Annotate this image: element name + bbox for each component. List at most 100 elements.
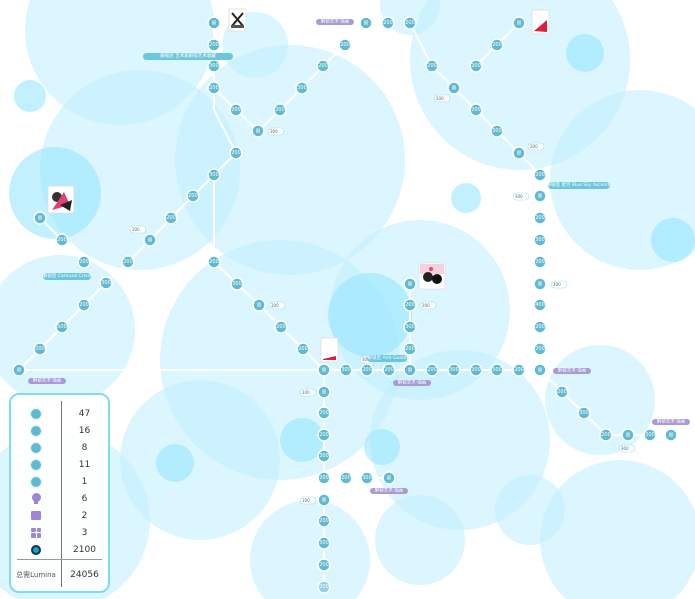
map-node[interactable]: 200 <box>296 342 310 356</box>
map-node[interactable]: 200 <box>338 38 352 52</box>
map-node[interactable]: 200 <box>533 342 547 356</box>
map-node[interactable]: ▥ <box>251 124 265 138</box>
map-node[interactable]: 200 <box>425 363 439 377</box>
map-node[interactable]: 200 <box>469 103 483 117</box>
map-node[interactable]: 200 <box>55 233 69 247</box>
character-portrait-thumbnail[interactable] <box>47 185 75 214</box>
map-node[interactable]: 200 <box>317 514 331 528</box>
map-node[interactable]: 200 <box>382 363 396 377</box>
map-node[interactable]: 300 <box>360 471 374 485</box>
map-node[interactable]: 200 <box>469 363 483 377</box>
map-node[interactable]: ▥ <box>33 211 47 225</box>
map-node[interactable]: 300 <box>99 276 113 290</box>
svg-text:解锁后 Carousel Crisis: 解锁后 Carousel Crisis <box>43 272 92 279</box>
map-node[interactable]: 300 <box>317 449 331 463</box>
map-node[interactable]: 200 <box>555 385 569 399</box>
map-node[interactable]: 200 <box>77 255 91 269</box>
map-node[interactable]: 200 <box>77 298 91 312</box>
map-node[interactable]: 200 <box>533 211 547 225</box>
map-node[interactable]: ▥ <box>12 363 26 377</box>
map-node[interactable]: 200 <box>164 211 178 225</box>
map-node[interactable]: 200 <box>533 255 547 269</box>
map-node[interactable]: ▥ <box>533 189 547 203</box>
map-node[interactable]: 200 <box>229 103 243 117</box>
map-node[interactable]: ▥ <box>382 471 396 485</box>
map-node[interactable]: 300 <box>533 233 547 247</box>
map-node[interactable]: 200 <box>33 342 47 356</box>
track-label: 解锁后 星河 Blue Sky Ascends <box>547 181 612 189</box>
map-node[interactable]: ▥ <box>621 428 635 442</box>
map-node[interactable]: ▥ <box>317 363 331 377</box>
map-node[interactable]: 200 <box>403 342 417 356</box>
map-node[interactable]: 200 <box>360 363 374 377</box>
map-node[interactable]: 300 <box>207 168 221 182</box>
map-node[interactable]: 300 <box>447 363 461 377</box>
map-node[interactable]: 200 <box>381 16 395 30</box>
map-node[interactable]: 300 <box>230 277 244 291</box>
map-node[interactable]: 200 <box>229 146 243 160</box>
map-node[interactable]: 200 <box>207 81 221 95</box>
track-label: 解锁后 Anti-Guide <box>367 354 407 362</box>
map-node[interactable]: 200 <box>490 38 504 52</box>
map-node[interactable]: ▥ <box>664 428 678 442</box>
map-node[interactable]: ▥ <box>317 493 331 507</box>
map-node[interactable]: 200 <box>512 363 526 377</box>
red-card-thumbnail[interactable] <box>531 9 550 35</box>
map-node[interactable]: 500 <box>490 363 504 377</box>
map-node[interactable]: 200 <box>425 59 439 73</box>
map-node[interactable]: ▥ <box>207 16 221 30</box>
map-node[interactable]: 200 <box>403 298 417 312</box>
svg-text:200: 200 <box>422 303 430 308</box>
map-node[interactable]: ▥ <box>143 233 157 247</box>
legend-divider <box>61 401 62 587</box>
cost-tag: 300 <box>618 444 636 453</box>
svg-text:400: 400 <box>535 302 545 308</box>
svg-text:200: 200 <box>471 107 481 113</box>
map-node[interactable]: 200 <box>316 59 330 73</box>
map-node[interactable]: 200 <box>317 558 331 572</box>
map-node[interactable]: 300 <box>207 59 221 73</box>
map-node[interactable]: 200 <box>317 471 331 485</box>
map-node[interactable]: ▥ <box>533 363 547 377</box>
map-node[interactable]: 200 <box>599 428 613 442</box>
map-node[interactable]: 300 <box>577 406 591 420</box>
map-node[interactable]: 200 <box>469 59 483 73</box>
character-pair-thumbnail[interactable] <box>418 262 446 290</box>
map-node[interactable]: ▥ <box>359 16 373 30</box>
map-node[interactable]: 200 <box>186 189 200 203</box>
svg-text:200: 200 <box>231 150 241 156</box>
map-node[interactable]: 200 <box>533 168 547 182</box>
map-node[interactable]: 500 <box>317 536 331 550</box>
map-node[interactable]: 300 <box>403 320 417 334</box>
map-node[interactable]: 200 <box>273 103 287 117</box>
map-node[interactable]: 200 <box>317 428 331 442</box>
map-node[interactable]: ▥ <box>317 385 331 399</box>
map-node[interactable]: ▥ <box>533 277 547 291</box>
map-node[interactable]: ▥ <box>252 298 266 312</box>
cost-tag: 100 <box>299 388 317 397</box>
map-node[interactable]: 400 <box>533 298 547 312</box>
map-node[interactable]: ▥ <box>512 16 526 30</box>
red-card-thumbnail[interactable] <box>320 337 339 363</box>
map-node[interactable]: 200 <box>643 428 657 442</box>
artwork-thumbnail[interactable] <box>228 8 247 32</box>
svg-text:▥: ▥ <box>17 367 22 373</box>
map-node[interactable]: 300 <box>339 363 353 377</box>
map-node[interactable]: 300 <box>490 124 504 138</box>
map-node[interactable]: 200 <box>403 16 417 30</box>
map-node[interactable]: 200 <box>207 255 221 269</box>
map-node[interactable]: 500 <box>55 320 69 334</box>
map-node[interactable]: ▥ <box>403 363 417 377</box>
map-node[interactable]: ▥ <box>512 146 526 160</box>
map-node[interactable]: 200 <box>274 320 288 334</box>
map-node[interactable]: ▥ <box>403 277 417 291</box>
map-node[interactable]: 300 <box>295 81 309 95</box>
map-node[interactable]: 200 <box>317 406 331 420</box>
map-node[interactable]: 200 <box>121 255 135 269</box>
map-node[interactable]: 200 <box>533 320 547 334</box>
map-node[interactable]: 200 <box>207 38 221 52</box>
map-node[interactable]: ▥ <box>447 81 461 95</box>
cost-tag: 200 <box>433 94 451 103</box>
map-node[interactable]: 200 <box>317 580 331 594</box>
map-node[interactable]: 200 <box>339 471 353 485</box>
